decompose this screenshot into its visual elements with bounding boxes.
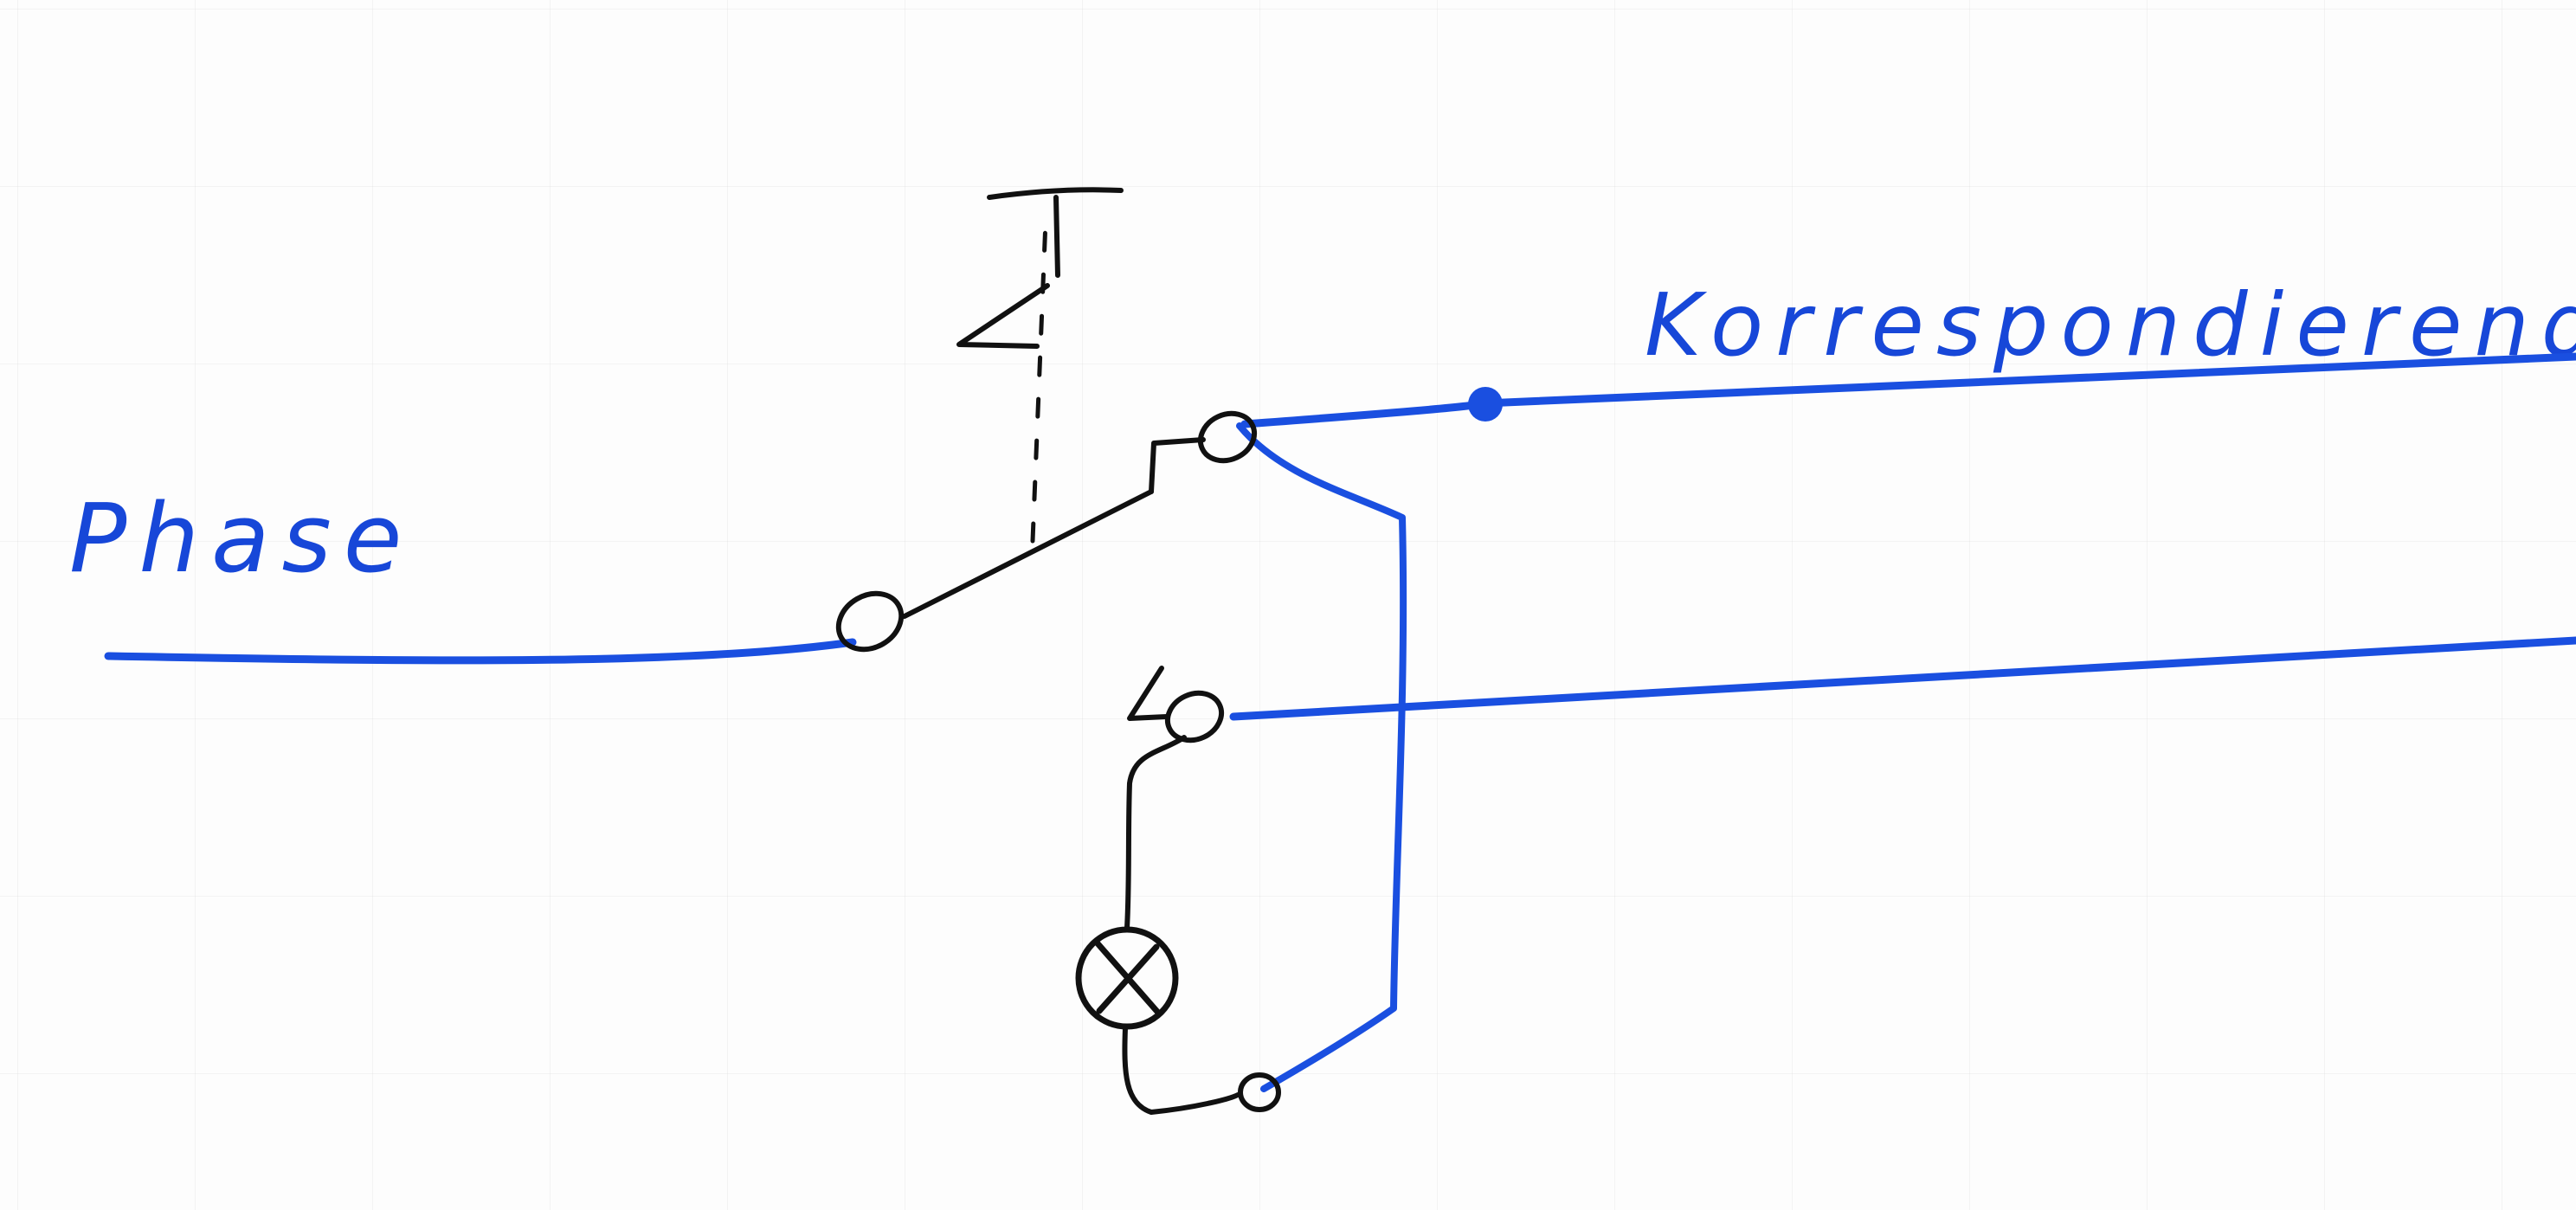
upper-contact-lead xyxy=(1149,437,1206,494)
switch-lever xyxy=(902,489,1154,619)
upper-contact-terminal xyxy=(1197,410,1258,464)
label-phase: Phase xyxy=(69,483,414,594)
phase-wire xyxy=(104,638,857,665)
mechanical-link-dashed xyxy=(1030,218,1048,544)
switch-input-terminal xyxy=(835,590,905,653)
lower-contact-lead xyxy=(1127,666,1169,721)
pushbutton-stem xyxy=(1053,195,1060,278)
traveler-wire-top xyxy=(1240,352,2576,428)
pushbutton-angle xyxy=(956,283,1050,349)
lower-contact-terminal xyxy=(1164,690,1225,743)
bottom-terminal xyxy=(1238,1072,1281,1112)
pushbutton-top-bar xyxy=(987,187,1124,200)
lamp-return-wire xyxy=(1122,1026,1240,1115)
junction-dot xyxy=(1468,387,1503,422)
lamp-feed-wire xyxy=(1124,735,1187,930)
traveler-wire-bottom xyxy=(1229,636,2576,721)
label-korrespondierende: Korrespondierende xyxy=(1645,274,2576,376)
lamp-cross xyxy=(1094,940,1162,1016)
return-loop-wire xyxy=(1236,422,1407,1092)
